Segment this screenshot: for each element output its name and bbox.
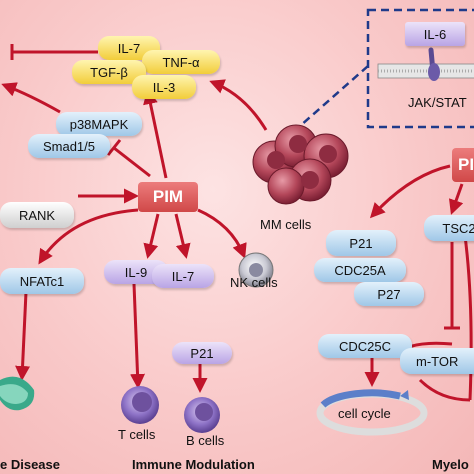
b-cells-label: B cells [186, 433, 225, 448]
mm-cells-label: MM cells [260, 217, 312, 232]
il6-label: IL-6 [405, 22, 465, 46]
pim-right-box: PI [452, 148, 474, 182]
arrow-pim-il9 [143, 213, 160, 259]
cell-cycle-label: cell cycle [338, 406, 391, 421]
il6-receptor-icon [428, 47, 440, 81]
arrow-right-edge [462, 227, 473, 401]
p38mapk-pill: p38MAPK [56, 112, 142, 136]
arrow-mtor-down [418, 378, 471, 402]
immune-modulation-title: Immune Modulation [132, 457, 255, 472]
cell-cycle-icon [316, 389, 428, 436]
mtor-pill: m-TOR [400, 348, 474, 374]
arrow-pim-il7 [174, 213, 191, 259]
b-cell-icon [184, 397, 220, 433]
mm-cells-icon [252, 124, 349, 205]
arrow-il9-tcells [130, 283, 146, 389]
t-cell-icon [121, 386, 159, 424]
arrow-pim-tsc2 [448, 183, 464, 215]
cdc25c-pill: CDC25C [318, 334, 412, 358]
arrow-nfatc1-bone [15, 291, 31, 381]
nk-cell-icon [238, 252, 274, 288]
arrow-pim-nfatc1 [38, 208, 139, 265]
tsc2-pill: TSC2 [424, 215, 474, 241]
nk-cells-label: NK cells [230, 275, 278, 290]
arrow-pim-nk [197, 208, 247, 259]
arrow-p38-left [1, 82, 61, 114]
il6-dashed-box [366, 8, 474, 129]
tnfa-cytokine-pill: TNF-α [142, 50, 220, 74]
pim-center-box: PIM [138, 182, 198, 212]
inhibition-pim-smad [113, 146, 151, 178]
dashed-connector [299, 65, 369, 127]
il3-cytokine-pill: IL-3 [132, 75, 196, 99]
nfatc1-pill: NFATc1 [0, 268, 84, 294]
cdc25a-pill: CDC25A [314, 258, 406, 282]
il7-pill: IL-7 [152, 264, 214, 288]
membrane-icon [377, 63, 474, 79]
rank-pill: RANK [0, 202, 74, 228]
inhibition-bar-smad [106, 139, 122, 156]
arrow-pim-p21 [369, 164, 451, 219]
osteoclast-icon [0, 376, 35, 411]
p21-pill: P21 [326, 230, 396, 256]
arrow-pim-cytokines [143, 89, 168, 179]
myeloma-title: Myelo [432, 457, 469, 472]
arrow-mm-cytokines [209, 79, 268, 131]
bone-disease-title: e Disease [0, 457, 60, 472]
p27-pill: P27 [354, 282, 424, 306]
p21-bcell-pill: P21 [172, 342, 232, 364]
smad-pill: Smad1/5 [28, 134, 110, 158]
jak-stat-label: JAK/STAT [408, 95, 467, 110]
t-cells-label: T cells [118, 427, 156, 442]
